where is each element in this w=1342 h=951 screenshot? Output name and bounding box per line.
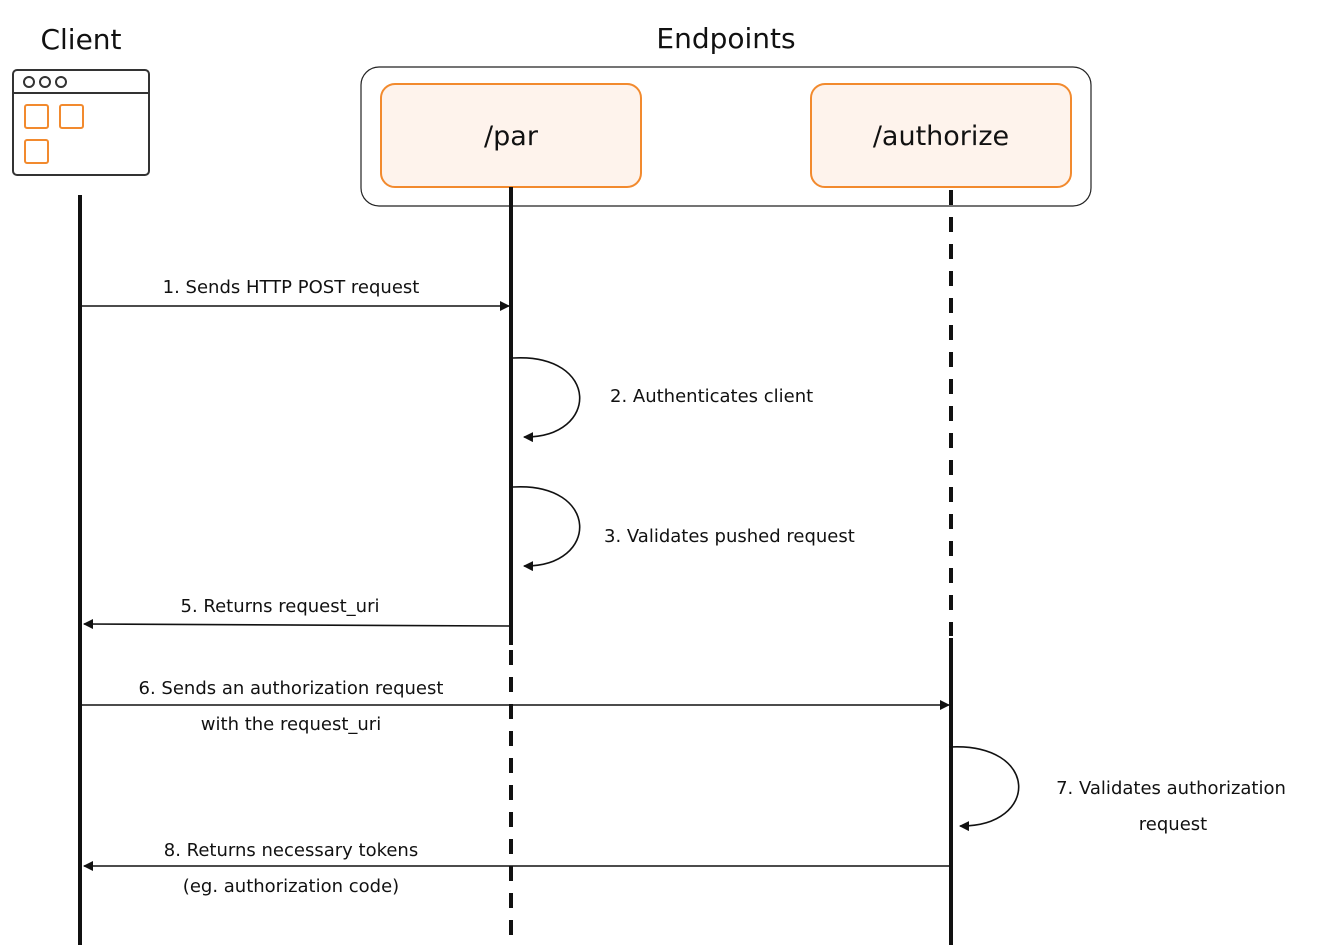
message-2-label: 2. Authenticates client [610, 386, 813, 407]
endpoints-header: Endpoints [656, 22, 795, 55]
message-8-label-line2: (eg. authorization code) [183, 876, 399, 897]
par-endpoint-label: /par [484, 121, 539, 152]
message-7-arrow [948, 746, 1020, 832]
message-1-label: 1. Sends HTTP POST request [163, 277, 420, 298]
message-2-arrow [512, 357, 581, 443]
message-6-label-line2: with the request_uri [201, 714, 381, 735]
browser-window-icon [12, 69, 150, 176]
message-7-label-line2: request [1139, 814, 1207, 835]
par-endpoint: /par [380, 83, 642, 188]
message-5-arrow [83, 619, 510, 630]
message-8-label-line1: 8. Returns necessary tokens [164, 840, 418, 861]
message-6-label-line1: 6. Sends an authorization request [139, 678, 444, 699]
message-3-label: 3. Validates pushed request [604, 526, 855, 547]
message-3-arrow [512, 486, 581, 572]
authorize-endpoint: /authorize [810, 83, 1072, 188]
message-7-label-line1: 7. Validates authorization [1056, 778, 1286, 799]
message-5-label: 5. Returns request_uri [181, 596, 380, 617]
client-header: Client [40, 23, 121, 56]
authorize-endpoint-label: /authorize [873, 121, 1009, 152]
